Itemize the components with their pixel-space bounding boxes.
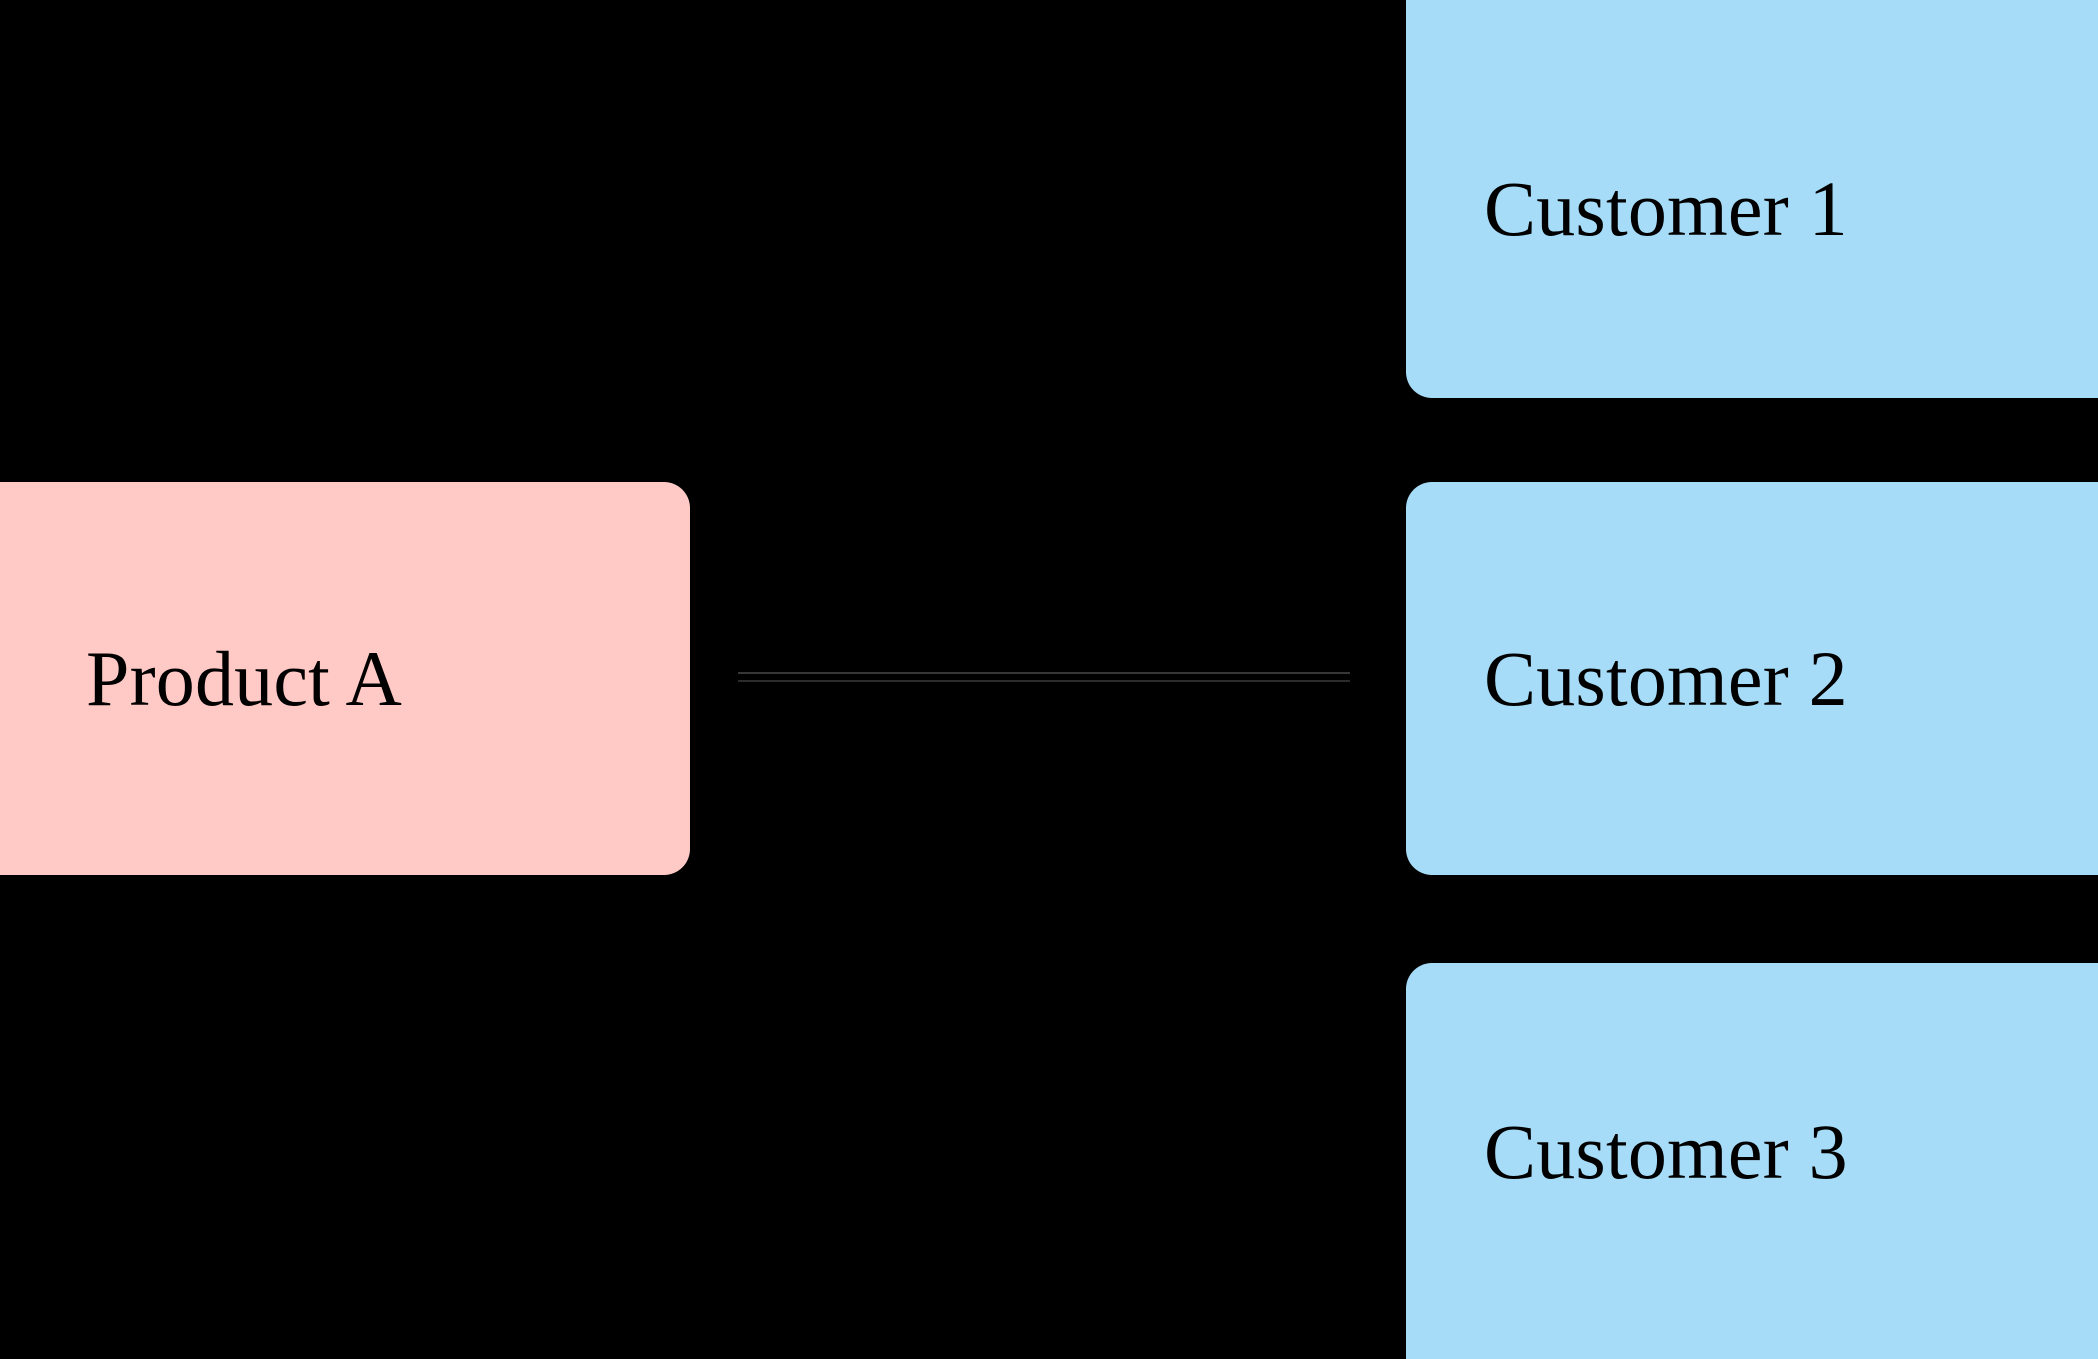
node-customer-3-label: Customer 3 xyxy=(1484,1108,1848,1195)
node-product-a[interactable]: Product A xyxy=(0,482,690,875)
edge-product-a-to-customer-2 xyxy=(738,672,1350,674)
node-customer-2[interactable]: Customer 2 xyxy=(1406,482,2098,875)
node-product-a-label: Product A xyxy=(86,634,402,722)
node-customer-2-label: Customer 2 xyxy=(1484,634,1848,722)
node-customer-1[interactable]: Customer 1 xyxy=(1406,0,2098,398)
edge-product-a-to-customer-2-shadow xyxy=(738,680,1350,682)
node-customer-1-label: Customer 1 xyxy=(1484,165,1848,252)
node-customer-3[interactable]: Customer 3 xyxy=(1406,963,2098,1359)
